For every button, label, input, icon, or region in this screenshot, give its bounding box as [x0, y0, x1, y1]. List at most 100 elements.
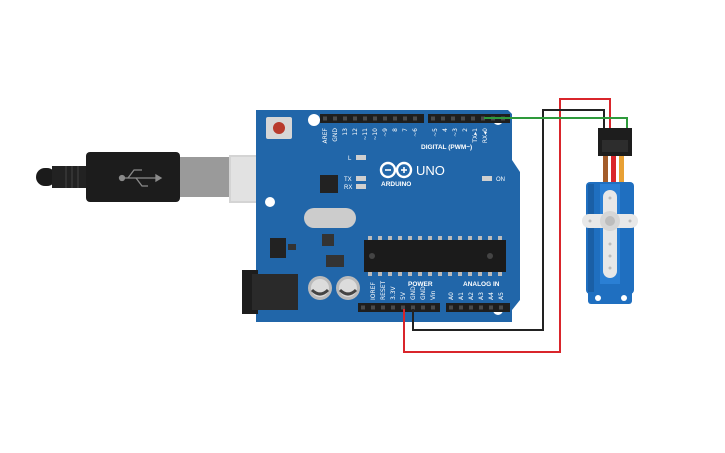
led-l — [356, 155, 366, 160]
chip-pins — [368, 236, 502, 276]
regulator-chip — [270, 238, 286, 258]
pin-hole[interactable] — [381, 305, 385, 310]
power-pin-label: 3.3V — [390, 285, 397, 300]
pin-hole[interactable] — [431, 305, 435, 310]
pin-hole[interactable] — [421, 305, 425, 310]
pin-hole[interactable] — [441, 116, 445, 121]
pin-hole[interactable] — [391, 305, 395, 310]
pin-hole[interactable] — [499, 305, 503, 310]
power-header[interactable] — [358, 303, 440, 312]
wire-black[interactable] — [412, 109, 605, 331]
usb-cable-icon[interactable] — [36, 152, 293, 203]
led-tx — [356, 176, 366, 181]
power-pin-label: GND — [420, 286, 427, 300]
digital-pin-label: 12 — [352, 128, 359, 136]
power-pin-label: RESET — [380, 280, 387, 300]
usb-chip — [320, 175, 338, 193]
power-pin-label: Vin — [430, 290, 437, 300]
power-pin-label: GND — [410, 286, 417, 300]
digital-pin-label: ~9 — [382, 128, 389, 137]
digital-header-left[interactable] — [320, 114, 424, 123]
digital-pin-label: ~6 — [412, 128, 419, 137]
servo-connector[interactable] — [598, 128, 632, 182]
reset-button[interactable] — [266, 117, 292, 139]
led-rx-label: RX — [344, 185, 352, 191]
pin-hole[interactable] — [343, 116, 347, 121]
pin-hole[interactable] — [449, 305, 453, 310]
analog-pin-label: A3 — [478, 292, 485, 300]
analog-pin-label: A0 — [448, 292, 455, 300]
led-rx — [356, 184, 366, 189]
mounting-hole — [308, 114, 320, 126]
microcontroller-chip — [364, 240, 506, 272]
digital-pin-label: AREF — [322, 127, 329, 143]
digital-pin-label: 8 — [392, 128, 399, 132]
wire-red[interactable] — [403, 98, 611, 353]
pin-hole[interactable] — [489, 305, 493, 310]
pin-hole[interactable] — [333, 116, 337, 121]
capacitor — [336, 276, 360, 300]
pin-hole[interactable] — [451, 116, 455, 121]
pin-hole[interactable] — [431, 116, 435, 121]
pin-hole[interactable] — [373, 116, 377, 121]
small-chip — [322, 234, 334, 246]
led-tx-label: TX — [344, 177, 352, 183]
pin-hole[interactable] — [479, 305, 483, 310]
pin-hole[interactable] — [459, 305, 463, 310]
digital-pin-label: ~3 — [452, 128, 459, 137]
digital-header-label: DIGITAL (PWM~) — [421, 144, 472, 151]
pin-hole[interactable] — [471, 116, 475, 121]
analog-pin-label: A2 — [468, 292, 475, 300]
pin-hole[interactable] — [353, 116, 357, 121]
digital-pin-label: 2 — [462, 128, 469, 132]
analog-label: ANALOG IN — [463, 281, 500, 288]
pin-hole[interactable] — [361, 305, 365, 310]
pin-hole[interactable] — [461, 116, 465, 121]
led-l-label: L — [348, 156, 352, 162]
arduino-logo-icon — [379, 161, 413, 179]
servo-motor-icon[interactable] — [582, 182, 638, 304]
digital-pin-label: 7 — [402, 128, 409, 132]
arduino-uno-board[interactable]: L TX RX ON UNO ARDUINO DIGITAL (PWM~) PO… — [242, 110, 520, 322]
led-on — [482, 176, 492, 181]
digital-pin-label: ~10 — [372, 128, 379, 141]
power-pin-label: 5V — [400, 291, 407, 300]
digital-pin-label: RX◂0 — [482, 128, 489, 143]
digital-pin-label: GND — [332, 128, 339, 142]
digital-header-right[interactable] — [428, 114, 510, 123]
pin-hole[interactable] — [323, 116, 327, 121]
mounting-hole — [265, 197, 275, 207]
pin-hole[interactable] — [411, 305, 415, 310]
pin-hole[interactable] — [383, 116, 387, 121]
digital-pin-label: TX▸1 — [472, 128, 479, 144]
digital-pin-label: ~11 — [362, 128, 369, 141]
power-pin-label: IOREF — [370, 282, 377, 300]
pin-hole[interactable] — [363, 116, 367, 121]
usb-symbol-icon — [118, 169, 163, 187]
led-on-label: ON — [496, 177, 505, 183]
model-label: UNO — [416, 163, 445, 178]
brand-label: ARDUINO — [381, 181, 411, 188]
power-jack[interactable] — [242, 270, 298, 314]
small-chip — [326, 255, 344, 267]
digital-pin-label: ~5 — [432, 128, 439, 137]
pin-hole[interactable] — [401, 305, 405, 310]
analog-pin-label: A5 — [498, 292, 505, 300]
crystal-oscillator — [304, 208, 356, 228]
pin-hole[interactable] — [469, 305, 473, 310]
analog-header[interactable] — [446, 303, 510, 312]
pin-hole[interactable] — [403, 116, 407, 121]
pin-hole[interactable] — [481, 116, 485, 121]
digital-pin-label: 13 — [342, 128, 349, 136]
pin-hole[interactable] — [393, 116, 397, 121]
power-label: POWER — [408, 281, 433, 288]
analog-pin-label: A1 — [458, 292, 465, 300]
analog-pin-label: A4 — [488, 292, 495, 300]
pin-hole[interactable] — [413, 116, 417, 121]
pin-hole[interactable] — [371, 305, 375, 310]
wire-green[interactable] — [484, 117, 628, 128]
